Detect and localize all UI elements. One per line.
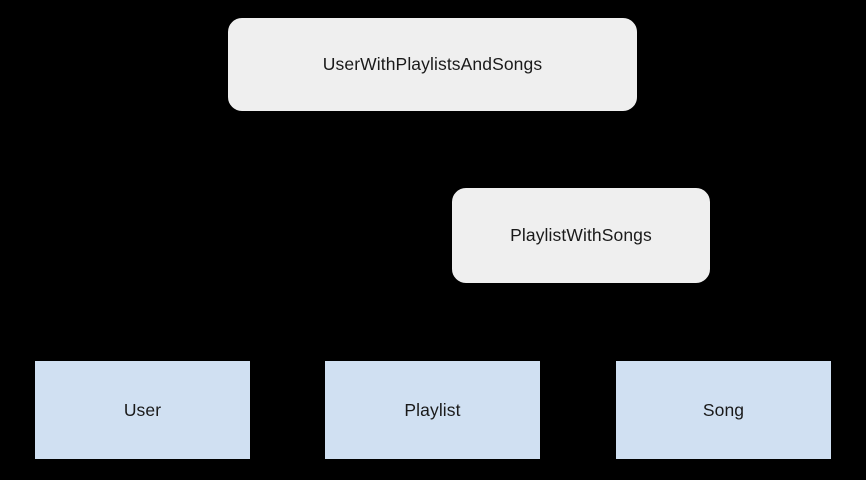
node-label-user-with-playlists-and-songs: UserWithPlaylistsAndSongs <box>322 54 543 74</box>
node-label-playlist-with-songs: PlaylistWithSongs <box>510 225 652 245</box>
node-user-with-playlists-and-songs[interactable]: UserWithPlaylistsAndSongs <box>228 18 637 111</box>
node-playlist-with-songs[interactable]: PlaylistWithSongs <box>452 188 710 283</box>
node-label-song: Song <box>702 399 745 420</box>
node-user[interactable]: User <box>35 361 250 459</box>
node-label-user: User <box>123 399 162 420</box>
node-label-playlist: Playlist <box>404 399 461 420</box>
node-playlist[interactable]: Playlist <box>325 361 540 459</box>
node-song[interactable]: Song <box>616 361 831 459</box>
